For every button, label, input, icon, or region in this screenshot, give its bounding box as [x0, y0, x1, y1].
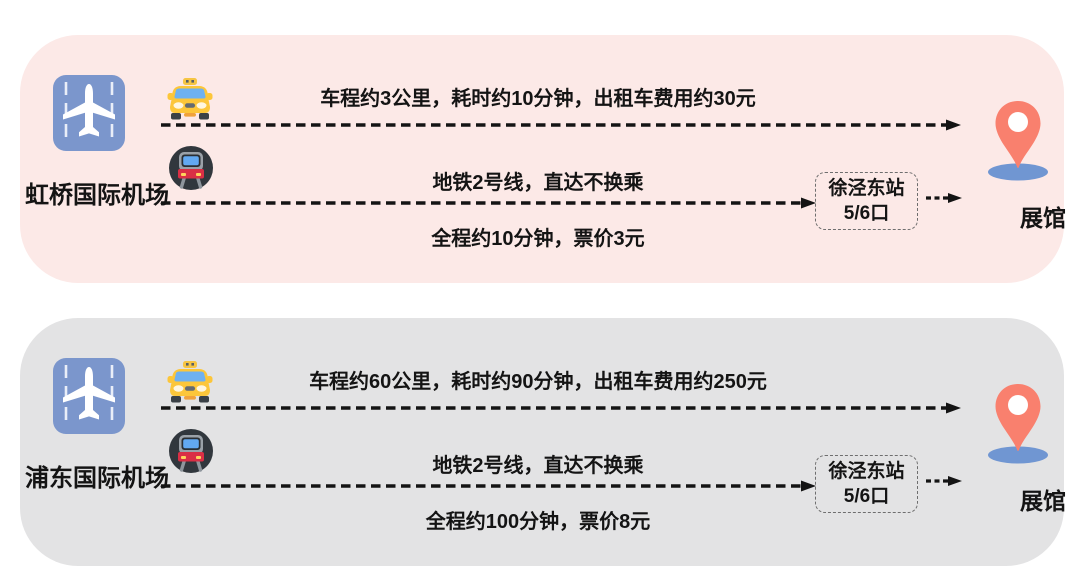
location-pin-icon [988, 384, 1048, 464]
route-panel-pudong: 浦东国际机场 车程约60公里，耗时约90分钟，出租车费用约250元 地铁2号线，… [20, 318, 1066, 566]
station-name: 徐泾东站 [828, 460, 905, 482]
station-to-venue-arrow [926, 476, 962, 486]
station-exit: 5/6口 [843, 486, 890, 507]
metro-route-arrow [161, 197, 816, 209]
metro-route-text-bottom: 全程约10分钟，票价3元 [431, 228, 645, 250]
location-pin-icon [988, 101, 1048, 181]
station-to-venue-arrow [926, 193, 962, 203]
station-box: 徐泾东站 5/6口 [815, 172, 918, 230]
metro-route-text-top: 地铁2号线，直达不换乘 [432, 172, 644, 194]
airport-label: 虹桥国际机场 [25, 182, 169, 209]
destination-label: 展馆 [1020, 205, 1066, 231]
taxi-icon [167, 78, 213, 120]
destination-label: 展馆 [1020, 488, 1066, 514]
station-box: 徐泾东站 5/6口 [815, 455, 918, 513]
airport-runway-icon [53, 358, 125, 434]
station-name: 徐泾东站 [828, 177, 905, 199]
taxi-route-arrow [161, 402, 961, 414]
metro-route-arrow [161, 480, 816, 492]
airport-runway-icon [53, 75, 125, 151]
metro-route-text-top: 地铁2号线，直达不换乘 [432, 455, 644, 477]
taxi-route-text: 车程约60公里，耗时约90分钟，出租车费用约250元 [309, 371, 767, 393]
route-panel-hongqiao: 虹桥国际机场 车程约3公里，耗时约10分钟，出租车费用约30元 地铁2号线，直达… [20, 35, 1066, 283]
metro-icon [169, 146, 213, 190]
taxi-route-text: 车程约3公里，耗时约10分钟，出租车费用约30元 [320, 88, 756, 110]
station-exit: 5/6口 [843, 203, 890, 224]
taxi-route-arrow [161, 119, 961, 131]
taxi-icon [167, 361, 213, 403]
metro-route-text-bottom: 全程约100分钟，票价8元 [425, 511, 651, 533]
metro-icon [169, 429, 213, 473]
airport-label: 浦东国际机场 [25, 465, 169, 492]
